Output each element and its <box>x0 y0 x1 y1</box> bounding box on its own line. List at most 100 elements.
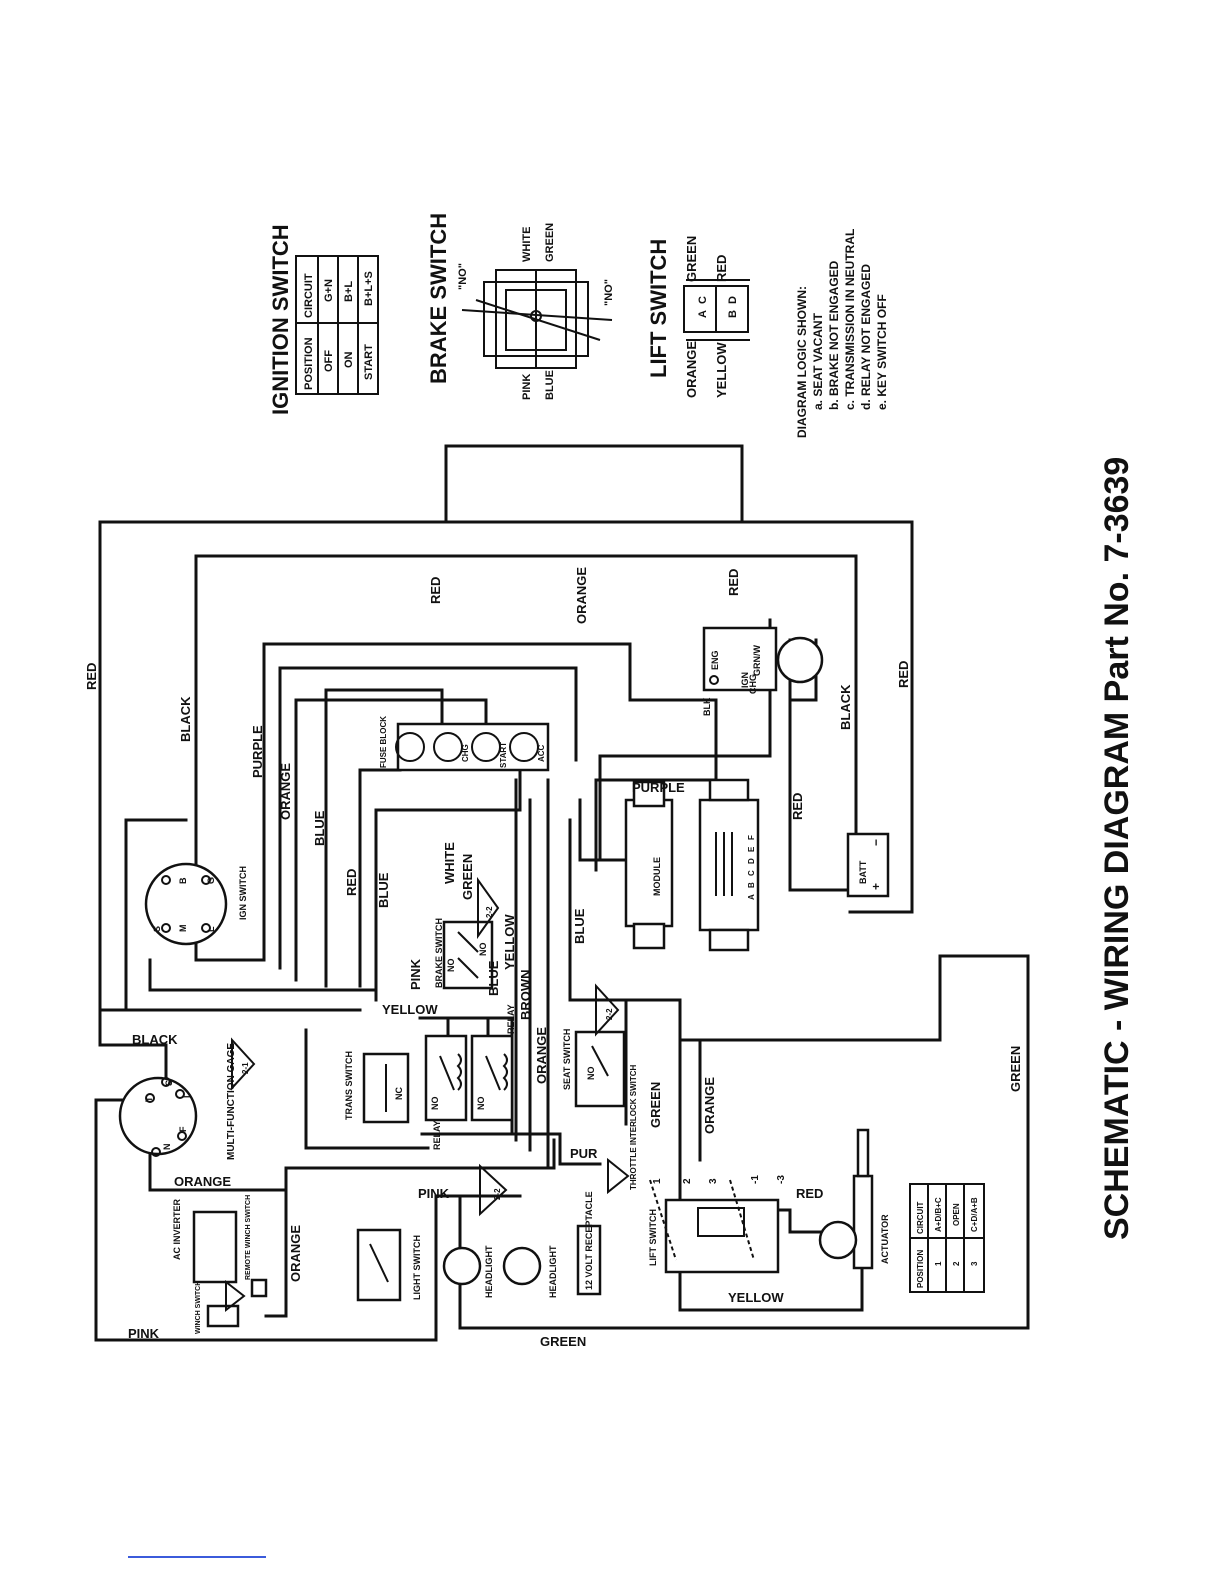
module-label: MODULE <box>652 857 662 896</box>
lift-pos-3: 3 <box>708 1178 719 1184</box>
logic-a: a. SEAT VACANT <box>811 312 825 410</box>
label-pink-1: PINK <box>408 958 423 990</box>
lift-contact-b: B <box>727 310 739 318</box>
label-red-1: RED <box>84 663 99 690</box>
brake-switch-label: BRAKE SWITCH <box>434 918 444 988</box>
label-orange-1: ORANGE <box>278 763 293 820</box>
diagram-title: SCHEMATIC - WIRING DIAGRAM Part No. 7-36… <box>1098 457 1136 1240</box>
pos-r3-pos: 3 <box>970 1261 979 1266</box>
brake-switch-heading: BRAKE SWITCH <box>426 213 451 384</box>
relay-2: RELAY NO <box>470 1004 516 1122</box>
brake-blue: BLUE <box>544 370 556 400</box>
eng-grnw-label: GRN/W <box>752 645 762 677</box>
label-black-2: BLACK <box>838 684 853 730</box>
relay-1-no: NO <box>430 1097 440 1111</box>
headlight-1: HEADLIGHT <box>442 1245 494 1298</box>
logic-b: b. BRAKE NOT ENGAGED <box>827 260 841 410</box>
remote-winch-label: REMOTE WINCH SWITCH <box>245 1195 252 1280</box>
note-2-2-b: 2-2 <box>605 1008 614 1020</box>
module-pin-a: A <box>747 894 756 900</box>
fuse-block: FUSE BLOCK CHG START ACC <box>379 716 550 772</box>
brake-no-label-2: NO <box>446 959 456 973</box>
label-white: WHITE <box>442 842 457 884</box>
battery-label: BATT <box>858 860 868 884</box>
fuse-chg-label: CHG <box>461 744 470 762</box>
wires <box>94 444 1030 1342</box>
throttle-interlock-label: THROTTLE INTERLOCK SWITCH <box>629 1064 638 1190</box>
brake-green: GREEN <box>544 223 556 262</box>
label-orange-6: ORANGE <box>702 1077 717 1134</box>
brake-pink: PINK <box>521 374 533 400</box>
gage-pin-i: I <box>182 1095 192 1098</box>
light-switch: LIGHT SWITCH <box>356 1228 422 1302</box>
label-yellow-1: YELLOW <box>382 1002 438 1017</box>
trans-switch: TRANS SWITCH NC <box>344 1051 410 1124</box>
label-brown: BROWN <box>518 969 533 1020</box>
ign-switch-label: IGN SWITCH <box>238 866 248 920</box>
eng-ign-label: IGN <box>740 672 750 688</box>
brake-no-2: "NO" <box>603 279 615 306</box>
module-pins: A B C D E F <box>715 832 756 900</box>
ac-inverter: AC INVERTER <box>172 1198 238 1284</box>
logic-heading: DIAGRAM LOGIC SHOWN: <box>795 286 809 438</box>
logic-d: d. RELAY NOT ENGAGED <box>859 264 873 410</box>
eng-label: ENG <box>710 650 720 670</box>
headlight-2: HEADLIGHT <box>502 1245 558 1298</box>
ign-r1-pos: OFF <box>323 350 335 372</box>
ignition-switch: IGN SWITCH B G L S M <box>144 862 248 946</box>
pos-r1-pos: 1 <box>934 1261 943 1266</box>
brake-no-label-1: NO <box>478 943 488 957</box>
receptacle-12v: 12 VOLT RECEPTACLE <box>576 1191 602 1296</box>
trans-switch-label: TRANS SWITCH <box>344 1051 354 1120</box>
winch-switch-label: WINCH SWITCH <box>195 1281 202 1334</box>
brake-switch: BRAKE SWITCH NO NO <box>434 918 494 990</box>
label-yellow-2: YELLOW <box>502 914 517 970</box>
lift-switch: LIFT SWITCH 1 2 3 -1 -3 <box>648 1175 787 1274</box>
note-2-2-c: 2-2 <box>493 1188 502 1200</box>
gage-pin-f: F <box>178 1126 188 1132</box>
label-pink-3: PINK <box>128 1326 160 1341</box>
ign-pin-m: M <box>178 925 188 933</box>
lift-pos-m3: -3 <box>776 1175 787 1184</box>
engine-connector: ENG IGN GRN/W CHG BLK <box>702 626 824 716</box>
gage-pin-n: N <box>162 1144 172 1151</box>
headlight-2-label: HEADLIGHT <box>548 1245 558 1298</box>
label-pink-2: PINK <box>418 1186 450 1201</box>
battery: BATT + − <box>846 832 890 898</box>
lift-contact-a: A <box>697 310 709 318</box>
label-green-3: GREEN <box>540 1334 586 1349</box>
eng-chg-label: CHG <box>748 674 758 694</box>
gage-pin-s: S <box>164 1080 174 1086</box>
lift-pos-m1: -1 <box>750 1175 761 1184</box>
pos-th-position: POSITION <box>916 1250 925 1288</box>
fuse-block-label: FUSE BLOCK <box>379 716 388 768</box>
ign-pin-g: G <box>206 877 216 884</box>
lift-green: GREEN <box>684 236 699 282</box>
light-switch-label: LIGHT SWITCH <box>412 1235 422 1300</box>
label-red-7: RED <box>796 1186 823 1201</box>
winch-switch: WINCH SWITCH <box>195 1281 240 1334</box>
ac-inverter-label: AC INVERTER <box>172 1198 182 1260</box>
lift-switch-label: LIFT SWITCH <box>648 1209 658 1266</box>
label-pur: PUR <box>570 1146 598 1161</box>
actuator: ACTUATOR <box>818 1128 890 1270</box>
footer-rule <box>128 1556 266 1558</box>
relay-1: RELAY NO <box>424 1034 468 1150</box>
pos-r1-circ: A+D/B+C <box>934 1197 943 1232</box>
ignition-switch-table: IGNITION SWITCH POSITION CIRCUIT OFF G+N… <box>268 224 379 415</box>
label-red-5: RED <box>896 661 911 688</box>
note-2-2-a: 2-2 <box>485 906 494 918</box>
ign-pin-s: S <box>152 926 162 932</box>
note-2-1: 2-1 <box>241 1062 250 1074</box>
label-red-3: RED <box>428 577 443 604</box>
lift-contact-d: D <box>727 296 739 304</box>
label-black-1: BLACK <box>178 696 193 742</box>
label-orange-5: ORANGE <box>288 1225 303 1282</box>
brake-switch-detail: BRAKE SWITCH "NO" WHITE GREEN PINK BLUE … <box>426 213 615 400</box>
logic-c: c. TRANSMISSION IN NEUTRAL <box>843 229 857 410</box>
trans-nc-label: NC <box>394 1087 404 1100</box>
label-red-2: RED <box>344 869 359 896</box>
ignition-switch-heading: IGNITION SWITCH <box>268 224 293 415</box>
logic-e: e. KEY SWITCH OFF <box>875 294 889 410</box>
